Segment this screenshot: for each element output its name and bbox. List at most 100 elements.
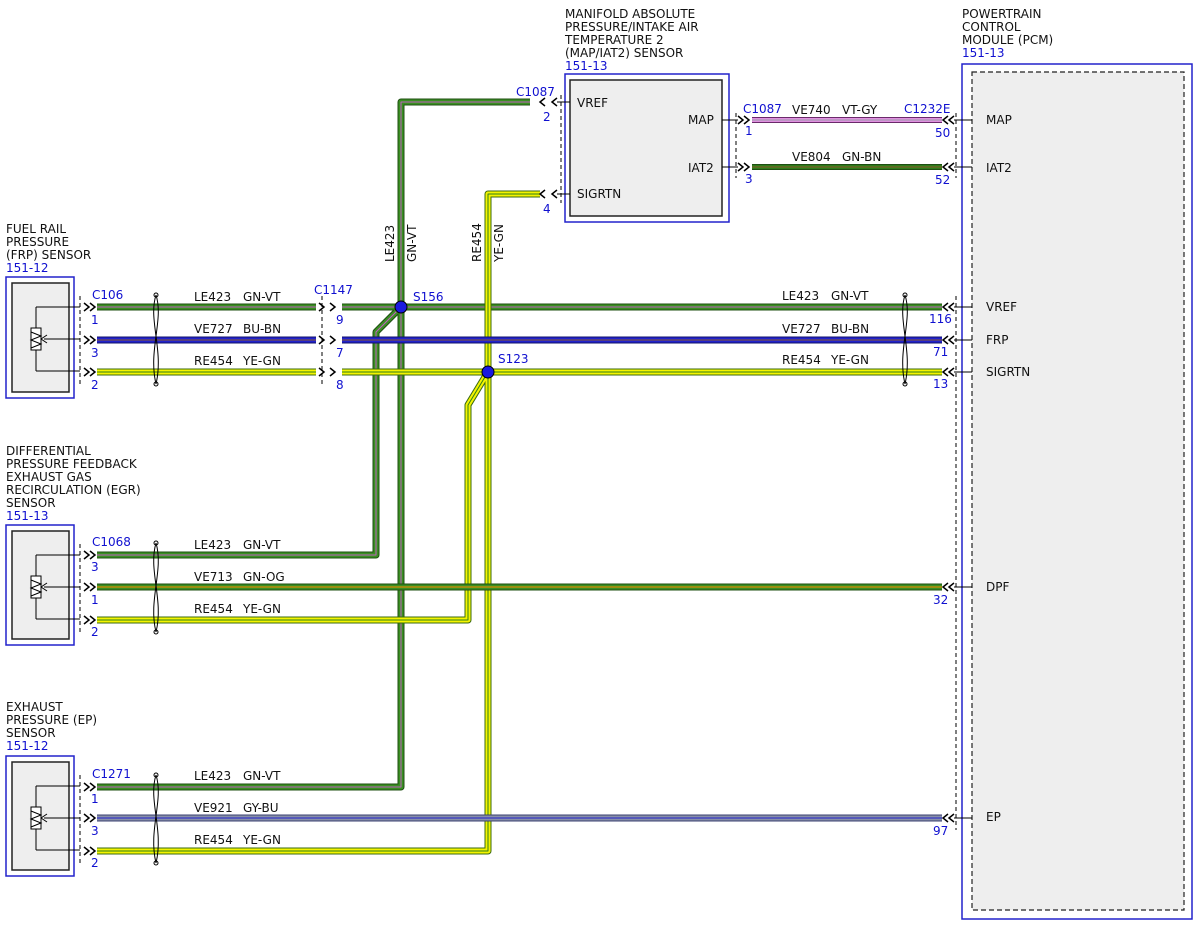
egr-title-3: EXHAUST GAS (6, 470, 92, 484)
connector-c1087-left[interactable]: C1087 (516, 85, 555, 99)
pin-frp-1: 1 (91, 313, 99, 327)
twist-frp-right (902, 294, 908, 385)
splice-s123-label: S123 (498, 352, 529, 366)
pin-map-sigrtn: 4 (543, 202, 551, 216)
map-sensor-ref[interactable]: 151-13 (565, 59, 608, 73)
label-re454-ep-color: YE-GN (242, 833, 281, 847)
wire-labels: VE740 VT-GY VE804 GN-BN LE423 GN-VT VE72… (194, 103, 881, 847)
wire-le423[interactable] (97, 98, 942, 791)
pin-frp-2: 2 (91, 378, 99, 392)
pcm-pin-vref-label: VREF (986, 300, 1017, 314)
pin-c1147-8: 8 (336, 378, 344, 392)
pin-map-iat2: 3 (745, 172, 753, 186)
label-ve804-color: GN-BN (842, 150, 881, 164)
ep-title-2: PRESSURE (EP) (6, 713, 97, 727)
pcm-title-2: CONTROL (962, 20, 1021, 34)
egr-title-4: RECIRCULATION (EGR) (6, 483, 141, 497)
label-ve921-color: GY-BU (243, 801, 279, 815)
frp-title-1: FUEL RAIL (6, 222, 66, 236)
map-iat2-sensor: MANIFOLD ABSOLUTE PRESSURE/INTAKE AIR TE… (560, 7, 737, 223)
pin-pcm-sigrtn: 13 (933, 377, 948, 391)
label-ve921-id: VE921 (194, 801, 233, 815)
label-le423-frp-id: LE423 (194, 290, 231, 304)
map-pin-iat2-label: IAT2 (688, 161, 714, 175)
label-re454-egr-id: RE454 (194, 602, 233, 616)
pin-egr-2: 2 (91, 625, 99, 639)
pin-c1147-9: 9 (336, 313, 344, 327)
pcm-pin-sigrtn-label: SIGRTN (986, 365, 1030, 379)
ep-title-1: EXHAUST (6, 700, 63, 714)
label-re454-frp-color: YE-GN (242, 354, 281, 368)
connector-c1232e[interactable]: C1232E (904, 102, 951, 116)
pcm-body (971, 71, 1185, 911)
pcm-pin-dpf-label: DPF (986, 580, 1009, 594)
ep-sensor-symbol (29, 785, 80, 851)
connector-c106[interactable]: C106 (92, 288, 123, 302)
label-ve727-right-id: VE727 (782, 322, 821, 336)
pin-leads (557, 101, 972, 819)
pin-pcm-ep: 97 (933, 824, 948, 838)
pin-pcm-frp: 71 (933, 345, 948, 359)
wire-harness (97, 98, 942, 855)
pin-pcm-dpf: 32 (933, 593, 948, 607)
label-ve740-id: VE740 (792, 103, 831, 117)
map-pin-map-label: MAP (688, 113, 714, 127)
ep-ref[interactable]: 151-12 (6, 739, 49, 753)
splice-s123[interactable] (481, 365, 495, 379)
egr-title-5: SENSOR (6, 496, 56, 510)
label-re454-pcm-id: RE454 (782, 353, 821, 367)
map-sensor-title-2: PRESSURE/INTAKE AIR (565, 20, 699, 34)
label-re454-frp-id: RE454 (194, 354, 233, 368)
pcm-module: POWERTRAIN CONTROL MODULE (PCM) 151-13 M… (955, 7, 1193, 920)
frp-title-2: PRESSURE (6, 235, 69, 249)
label-ve713-color: GN-OG (243, 570, 285, 584)
twisted-pair-symbols (153, 292, 908, 866)
splice-s156[interactable] (394, 300, 408, 314)
egr-title-2: PRESSURE FEEDBACK (6, 457, 138, 471)
frp-sensor-symbol (29, 306, 80, 372)
connector-c1068[interactable]: C1068 (92, 535, 131, 549)
map-pin-vref-label: VREF (577, 96, 608, 110)
pin-chevrons (83, 97, 955, 856)
label-ve727-right-color: BU-BN (831, 322, 869, 336)
frp-sensor: FUEL RAIL PRESSURE (FRP) SENSOR 151-12 (5, 222, 91, 399)
twist-ep (153, 774, 159, 864)
pin-egr-1: 1 (91, 593, 99, 607)
map-pin-sigrtn-label: SIGRTN (577, 187, 621, 201)
map-sensor-title-1: MANIFOLD ABSOLUTE (565, 7, 695, 21)
twist-frp-left (153, 294, 159, 385)
pin-pcm-iat2: 52 (935, 173, 950, 187)
label-le423-egr-color: GN-VT (243, 538, 281, 552)
egr-ref[interactable]: 151-13 (6, 509, 49, 523)
pcm-ref[interactable]: 151-13 (962, 46, 1005, 60)
pcm-pin-frp-label: FRP (986, 333, 1008, 347)
pin-egr-3: 3 (91, 560, 99, 574)
label-le423-frp-color: GN-VT (243, 290, 281, 304)
egr-sensor: DIFFERENTIAL PRESSURE FEEDBACK EXHAUST G… (5, 444, 141, 646)
pin-pcm-vref: 116 (929, 312, 952, 326)
label-re454-pcm-color: YE-GN (830, 353, 869, 367)
pin-c1147-7: 7 (336, 346, 344, 360)
egr-title-1: DIFFERENTIAL (6, 444, 91, 458)
label-re454-egr-color: YE-GN (242, 602, 281, 616)
connector-c1087-right[interactable]: C1087 (743, 102, 782, 116)
label-le423-ep-color: GN-VT (243, 769, 281, 783)
ep-title-3: SENSOR (6, 726, 56, 740)
pin-ep-3: 3 (91, 824, 99, 838)
connector-c1271[interactable]: C1271 (92, 767, 131, 781)
label-le423-pcm-color: GN-VT (831, 289, 869, 303)
pin-map-map: 1 (745, 124, 753, 138)
label-le423-vertical-id: LE423 (383, 225, 397, 262)
map-sensor-body (569, 79, 723, 217)
label-le423-vertical-color: GN-VT (405, 224, 419, 262)
pcm-title-3: MODULE (PCM) (962, 33, 1053, 47)
frp-ref[interactable]: 151-12 (6, 261, 49, 275)
label-re454-vertical-id: RE454 (470, 223, 484, 262)
label-re454-ep-id: RE454 (194, 833, 233, 847)
pin-map-vref: 2 (543, 110, 551, 124)
map-sensor-title-3: TEMPERATURE 2 (564, 33, 664, 47)
connector-c1147[interactable]: C1147 (314, 283, 353, 297)
wire-re454[interactable] (97, 190, 942, 855)
label-ve727-left-id: VE727 (194, 322, 233, 336)
